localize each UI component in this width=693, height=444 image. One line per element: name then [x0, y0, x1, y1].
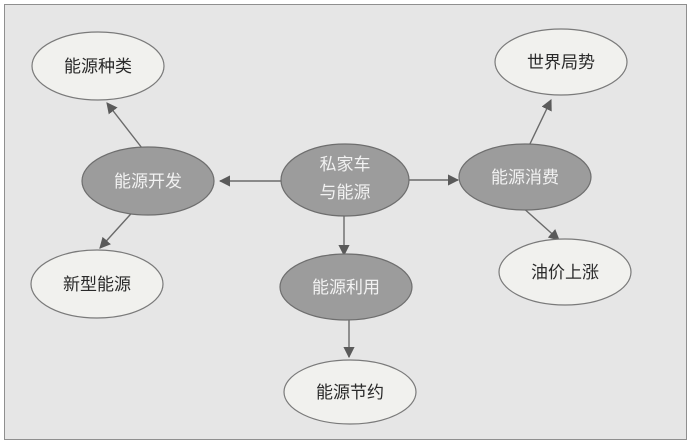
node-new-energy[interactable]: 新型能源: [30, 249, 164, 319]
node-center[interactable]: 私家车 与能源: [280, 143, 410, 217]
edge-energy-dev-to-energy-types: [106, 102, 143, 149]
edge-consumption-to-world-situation: [527, 98, 552, 149]
node-world-situation-label: 世界局势: [527, 53, 595, 73]
node-oil-price-rise-label: 油价上涨: [531, 263, 599, 283]
node-energy-types[interactable]: 能源种类: [31, 31, 165, 101]
node-energy-saving[interactable]: 能源节约: [283, 359, 417, 425]
node-energy-dev-label: 能源开发: [114, 172, 182, 192]
node-energy-saving-label: 能源节约: [316, 383, 384, 403]
node-oil-price-rise[interactable]: 油价上涨: [498, 238, 632, 306]
node-center-line1: 私家车: [320, 155, 371, 175]
node-energy-use-label: 能源利用: [312, 278, 380, 298]
node-energy-use[interactable]: 能源利用: [279, 253, 413, 321]
node-energy-types-label: 能源种类: [64, 57, 132, 77]
edge-consumption-to-oil-price: [520, 205, 560, 241]
node-energy-consumption[interactable]: 能源消费: [458, 143, 592, 211]
node-energy-dev[interactable]: 能源开发: [81, 146, 215, 216]
node-center-line2: 与能源: [320, 183, 371, 203]
node-energy-consumption-label: 能源消费: [491, 168, 559, 188]
node-world-situation[interactable]: 世界局势: [494, 28, 628, 96]
node-new-energy-label: 新型能源: [63, 275, 131, 295]
